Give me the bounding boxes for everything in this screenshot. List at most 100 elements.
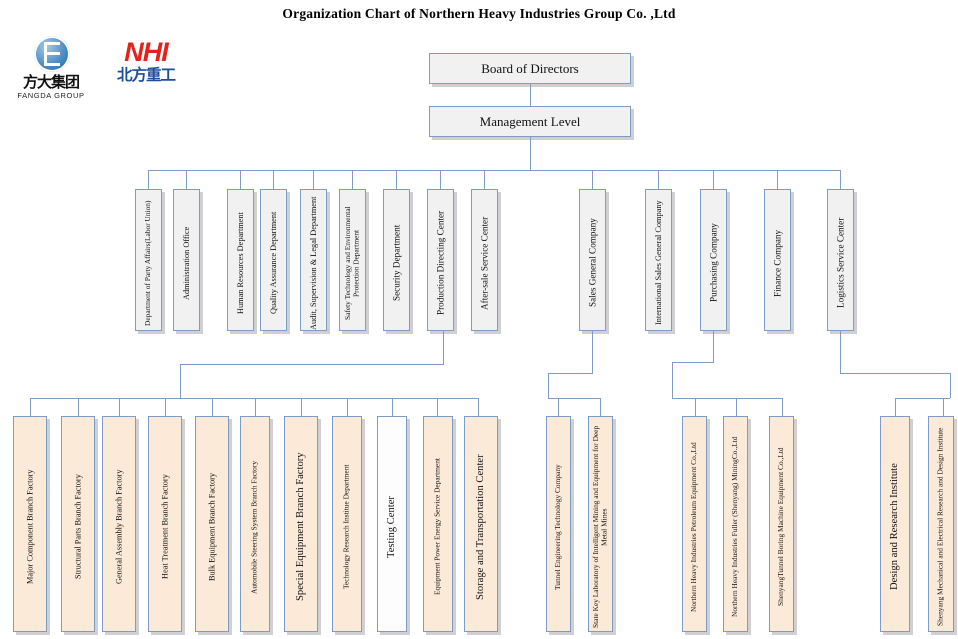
- node-label: Human Resources Department: [235, 212, 245, 314]
- node-label: Audit, Supervision & Legal Department: [308, 196, 318, 330]
- connector-factory-bus: [30, 398, 478, 399]
- connector-pdc-drop: [443, 331, 444, 364]
- node-label: Special Equipment Branch Factory: [295, 452, 307, 602]
- node-nhi-fuller-shenyang-mining[interactable]: Northern Heavy Industries Fuller (Shenya…: [723, 416, 748, 632]
- connector-drop-unit-0: [592, 170, 593, 189]
- page-title: Organization Chart of Northern Heavy Ind…: [282, 6, 676, 21]
- connector-research-to-bus: [950, 373, 951, 398]
- connector-sales-sub-bus: [548, 398, 600, 399]
- node-label: Purchasing Company: [708, 223, 719, 303]
- connector-drop-dept-6: [396, 170, 397, 189]
- node-label: Design and Research Institute: [889, 463, 901, 591]
- connector-drop-factory-0: [30, 398, 31, 416]
- connector-pdc-to-factory-bus: [180, 364, 181, 398]
- node-shenyang-tunnel-boring-machine-equipment[interactable]: ShenyangTunnel Boring Machine Equipment …: [769, 416, 794, 632]
- connector-drop-dept-7: [440, 170, 441, 189]
- node-label: Security Department: [391, 224, 402, 302]
- node-label: Tunnel Engineering Technology Company: [553, 464, 563, 590]
- connector-research-run: [840, 373, 950, 374]
- node-shenyang-mechanical-electrical-research-design-institute[interactable]: Shenyang Mechanical and Electrical Resea…: [928, 416, 954, 632]
- node-special-equipment-branch-factory[interactable]: Special Equipment Branch Factory: [284, 416, 318, 632]
- node-label: General Assembly Branch Factory: [114, 469, 124, 585]
- node-label: Safety Technology and Environmental Prot…: [342, 206, 361, 320]
- connector-drop-factory-10: [478, 398, 479, 416]
- connector-drop-unit-2: [713, 170, 714, 189]
- node-label: Northern Heavy Industries Petroleum Equi…: [689, 442, 699, 612]
- node-automobile-steering-system-branch-factory[interactable]: Automobile Steering System Branch Factor…: [240, 416, 270, 632]
- node-human-resources-department[interactable]: Human Resources Department: [227, 189, 254, 331]
- connector-drop-unit-3: [777, 170, 778, 189]
- connector-drop-purch-sub-2: [782, 398, 783, 416]
- connector-sales-to-bus: [548, 373, 549, 398]
- node-state-key-laboratory-deep-metal-mines[interactable]: State Key Laboratory of Intelligent Mini…: [588, 416, 613, 632]
- connector-purchasing-drop: [713, 331, 714, 362]
- node-management-level[interactable]: Management Level: [429, 106, 631, 137]
- connector-drop-dept-1: [186, 170, 187, 189]
- node-quality-assurance-department[interactable]: Quality Assurance Department: [260, 189, 287, 331]
- nhi-logo-cn: 北方重工: [116, 66, 176, 84]
- connector-purchasing-run: [672, 362, 714, 363]
- node-tunnel-engineering-technology-company[interactable]: Tunnel Engineering Technology Company: [546, 416, 571, 632]
- node-label: ShenyangTunnel Boring Machine Equipment …: [776, 447, 786, 607]
- connector-drop-dept-0: [148, 170, 149, 189]
- node-finance-company[interactable]: Finance Company: [764, 189, 791, 331]
- connector-drop-factory-8: [392, 398, 393, 416]
- node-equipment-power-energy-service-department[interactable]: Equipment Power Energy Service Departmen…: [423, 416, 453, 632]
- node-general-assembly-branch-factory[interactable]: General Assembly Branch Factory: [102, 416, 136, 632]
- node-audit-supervision-legal-department[interactable]: Audit, Supervision & Legal Department: [300, 189, 327, 331]
- node-label: Bulk Equipment Branch Factory: [207, 472, 217, 582]
- node-label: Storage and Transportation Center: [475, 454, 487, 600]
- node-purchasing-company[interactable]: Purchasing Company: [700, 189, 727, 331]
- node-label: Sales General Company: [587, 218, 598, 308]
- node-major-component-branch-factory[interactable]: Major Component Branch Factory: [13, 416, 47, 632]
- node-label: State Key Laboratory of Intelligent Mini…: [590, 425, 609, 629]
- node-testing-center[interactable]: Testing Center: [377, 416, 407, 632]
- node-label: Northern Heavy Industries Fuller (Shenya…: [730, 436, 740, 618]
- node-security-department[interactable]: Security Department: [383, 189, 410, 331]
- connector-management-drop: [530, 137, 531, 170]
- connector-drop-sales-sub-0: [558, 398, 559, 416]
- node-production-directing-center[interactable]: Production Directing Center: [427, 189, 454, 331]
- node-heat-treatment-branch-factory[interactable]: Heat Treatment Branch Factory: [148, 416, 182, 632]
- node-label: After-sale Service Center: [479, 216, 490, 310]
- node-international-sales-general-company[interactable]: International Sales General Company: [645, 189, 672, 331]
- connector-drop-dept-8: [484, 170, 485, 189]
- node-sales-general-company[interactable]: Sales General Company: [579, 189, 606, 331]
- connector-pdc-run-left: [180, 364, 444, 365]
- node-label: Shenyang Mechanical and Electrical Resea…: [935, 427, 945, 627]
- connector-drop-research-0: [895, 398, 896, 416]
- node-label: Technology Research Institue Department: [341, 464, 351, 590]
- node-logistics-service-center[interactable]: Logistics Service Center: [827, 189, 854, 331]
- connector-board-management: [530, 84, 531, 106]
- node-nhi-petroleum-equipment[interactable]: Northern Heavy Industries Petroleum Equi…: [682, 416, 707, 632]
- node-label: Department of Party Affairs(Labor Union): [143, 200, 153, 326]
- node-bulk-equipment-branch-factory[interactable]: Bulk Equipment Branch Factory: [195, 416, 229, 632]
- node-technology-research-institue-department[interactable]: Technology Research Institue Department: [332, 416, 362, 632]
- connector-purchasing-sub-bus: [672, 398, 782, 399]
- node-label: Major Component Branch Factory: [25, 469, 35, 585]
- node-label: Finance Company: [772, 229, 783, 297]
- connector-drop-purch-sub-1: [736, 398, 737, 416]
- connector-sales-run-left: [548, 373, 593, 374]
- connector-drop-factory-7: [347, 398, 348, 416]
- node-department-party-affairs[interactable]: Department of Party Affairs(Labor Union): [135, 189, 162, 331]
- fangda-group-logo: 方大集团 FANGDA GROUP: [14, 36, 88, 102]
- node-label: Logistics Service Center: [835, 217, 846, 309]
- node-label: Heat Treatment Branch Factory: [160, 474, 170, 580]
- node-label: Management Level: [479, 113, 581, 129]
- connector-drop-dept-2: [240, 170, 241, 189]
- node-structural-parts-branch-factory[interactable]: Structural Parts Branch Factory: [61, 416, 95, 632]
- connector-drop-factory-6: [301, 398, 302, 416]
- node-label: Board of Directors: [481, 60, 579, 76]
- node-design-and-research-institute[interactable]: Design and Research Institute: [880, 416, 910, 632]
- connector-drop-factory-2: [119, 398, 120, 416]
- node-safety-technology-environmental-protection-department[interactable]: Safety Technology and Environmental Prot…: [339, 189, 366, 331]
- connector-drop-sales-sub-1: [600, 398, 601, 416]
- node-storage-and-transportation-center[interactable]: Storage and Transportation Center: [464, 416, 498, 632]
- node-board-of-directors[interactable]: Board of Directors: [429, 53, 631, 84]
- node-administration-office[interactable]: Administration Office: [173, 189, 200, 331]
- connector-drop-factory-4: [212, 398, 213, 416]
- node-after-sale-service-center[interactable]: After-sale Service Center: [471, 189, 498, 331]
- connector-purchasing-to-bus: [672, 362, 673, 398]
